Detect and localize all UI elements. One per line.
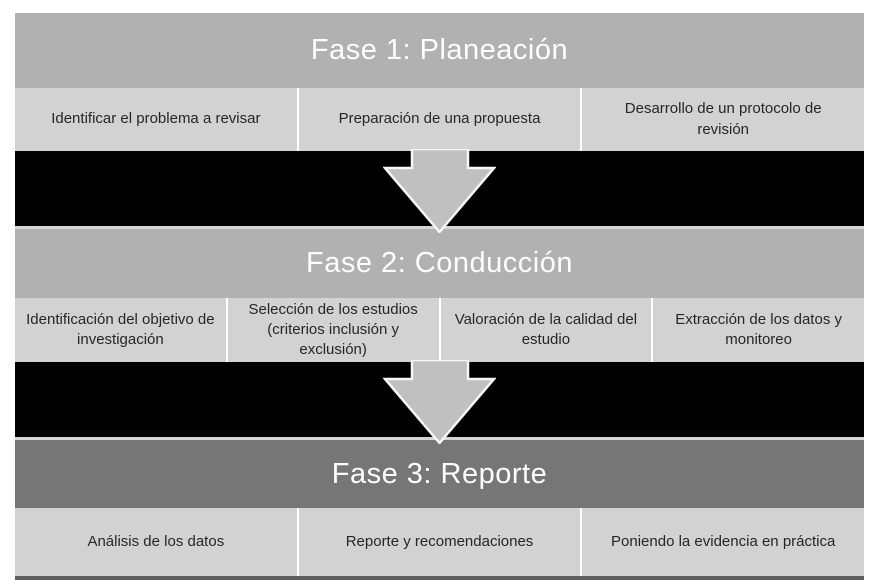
- phase-3-header: Fase 3: Reporte: [15, 440, 864, 508]
- bottom-rule: [15, 576, 864, 580]
- phase-2-steps-row: Identificación del objetivo de investiga…: [15, 298, 864, 362]
- step-cell: Poniendo la evidencia en práctica: [582, 508, 865, 576]
- step-cell: Valoración de la calidad del estudio: [440, 298, 652, 362]
- step-cell: Identificación del objetivo de investiga…: [15, 298, 226, 362]
- step-cell: Desarrollo de un protocolo de revisión: [582, 88, 865, 151]
- step-cell: Selección de los estudios (criterios inc…: [227, 298, 439, 362]
- step-cell: Identificar el problema a revisar: [15, 88, 297, 151]
- phase-3-steps-row: Análisis de los datos Reporte y recomend…: [15, 508, 865, 576]
- phase-1-header: Fase 1: Planeación: [15, 13, 864, 88]
- phase-2-header: Fase 2: Conducción: [15, 229, 864, 298]
- phase-1-title: Fase 1: Planeación: [310, 34, 569, 66]
- step-cell: Reporte y recomendaciones: [298, 508, 581, 576]
- step-cell: Preparación de una propuesta: [298, 88, 581, 151]
- down-arrow-icon: [383, 360, 496, 444]
- phase-1-steps-row: Identificar el problema a revisar Prepar…: [15, 88, 865, 151]
- step-cell: Análisis de los datos: [15, 508, 297, 576]
- phase-2-title: Fase 2: Conducción: [306, 247, 573, 279]
- step-cell: Extracción de los datos y monitoreo: [653, 298, 864, 362]
- phase-3-title: Fase 3: Reporte: [331, 457, 548, 490]
- down-arrow-icon: [383, 149, 496, 233]
